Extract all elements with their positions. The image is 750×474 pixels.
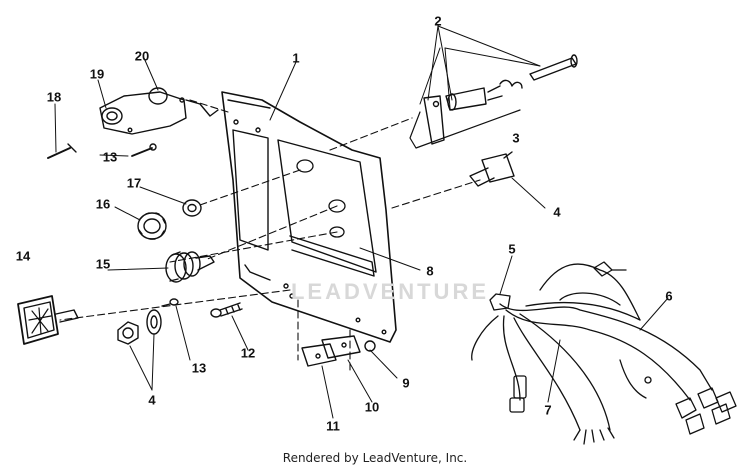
- callout-13-bottom: 13: [191, 360, 207, 376]
- nut-washer-part-4: [118, 310, 161, 344]
- callout-2: 2: [434, 13, 442, 29]
- watermark-text: LEADVENTURE: [290, 279, 490, 304]
- screw-part-13-top: [132, 144, 156, 156]
- callout-10: 10: [364, 399, 380, 415]
- callout-20: 20: [134, 48, 150, 64]
- callout-18: 18: [46, 89, 62, 105]
- cable-assembly-part-2-3: [410, 48, 577, 148]
- ignition-switch-part-15: [166, 252, 214, 282]
- callout-14: 14: [15, 248, 31, 264]
- callout-5: 5: [508, 241, 516, 257]
- callout-7: 7: [544, 402, 552, 418]
- callout-15: 15: [95, 256, 111, 272]
- washer-part-17: [183, 200, 201, 216]
- control-panel-part: [222, 92, 396, 342]
- bracket-part-10-11: [302, 336, 360, 366]
- key-part-14: [18, 296, 78, 344]
- callout-3: 3: [512, 130, 520, 146]
- dashed-assembly-lines: [60, 100, 480, 370]
- callout-6: 6: [665, 288, 673, 304]
- wiring-harness-part-5-6-7: [472, 262, 736, 444]
- screw-part-18: [48, 144, 76, 158]
- footer-credit: Rendered by LeadVenture, Inc.: [282, 451, 468, 465]
- callout-4-bottom: 4: [148, 392, 156, 408]
- callout-leaders: [55, 26, 668, 418]
- bracket-part-19-20: [100, 88, 218, 134]
- callout-17: 17: [126, 175, 142, 191]
- bolt-part-12: [211, 303, 242, 317]
- screw-part-13-bottom: [162, 299, 178, 306]
- knurled-nut-part-16: [138, 213, 166, 239]
- callout-1: 1: [292, 50, 300, 66]
- callout-13-top: 13: [102, 149, 118, 165]
- callout-4-top: 4: [553, 204, 561, 220]
- callout-12: 12: [240, 345, 256, 361]
- callout-8: 8: [426, 263, 434, 279]
- callout-19: 19: [89, 66, 105, 82]
- callout-9: 9: [402, 375, 410, 391]
- callout-11: 11: [326, 418, 340, 434]
- nut-part-9: [365, 341, 375, 351]
- callout-16: 16: [95, 196, 111, 212]
- toggle-switch-part-4: [470, 152, 514, 186]
